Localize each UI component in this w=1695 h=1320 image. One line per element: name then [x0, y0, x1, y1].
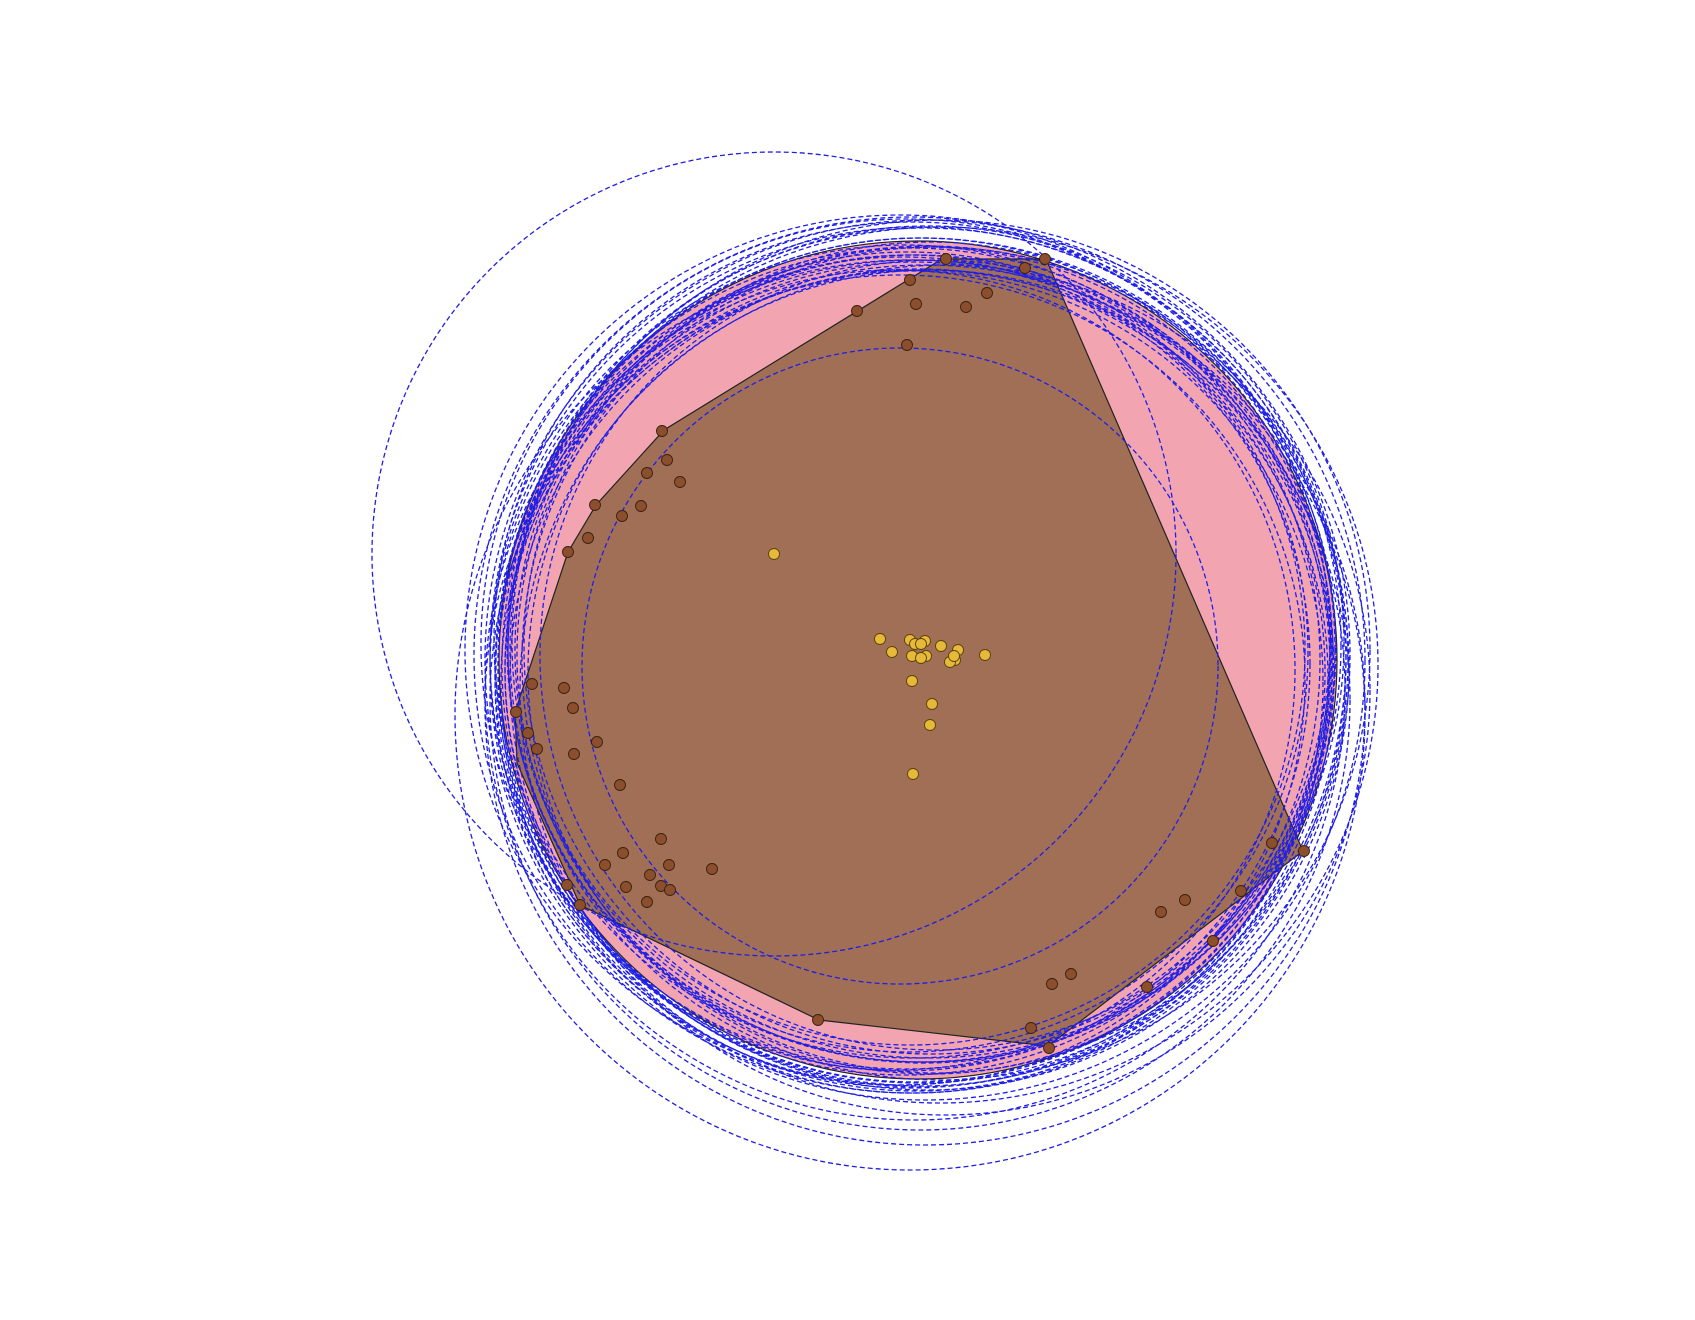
- candidate-circle: [494, 269, 1296, 1071]
- boundary-point: [635, 500, 647, 512]
- boundary-point: [1266, 837, 1278, 849]
- candidate-circle: [504, 261, 1326, 1083]
- candidate-circle: [521, 246, 1349, 1074]
- candidate-circle: [464, 214, 1336, 1086]
- candidate-circle: [516, 246, 1334, 1064]
- boundary-point: [617, 847, 629, 859]
- candidate-circle: [484, 264, 1366, 1146]
- boundary-point: [614, 779, 626, 791]
- candidate-circle: [581, 347, 1219, 985]
- boundary-point: [910, 298, 922, 310]
- boundary-point: [641, 467, 653, 479]
- boundary-point: [1155, 906, 1167, 918]
- candidate-circle: [506, 227, 1342, 1063]
- boundary-point: [901, 339, 913, 351]
- candidate-circles: [371, 151, 1379, 1171]
- candidate-circle: [497, 237, 1347, 1087]
- candidate-circle: [527, 269, 1333, 1075]
- boundary-point: [1039, 253, 1051, 265]
- boundary-point: [706, 863, 718, 875]
- candidate-circle: [519, 264, 1371, 1116]
- candidate-circle: [507, 251, 1309, 1053]
- boundary-point: [1207, 935, 1219, 947]
- candidate-circle: [371, 151, 1177, 957]
- boundary-point: [591, 736, 603, 748]
- boundary-point: [616, 510, 628, 522]
- boundary-point: [1235, 885, 1247, 897]
- boundary-point: [510, 706, 522, 718]
- boundary-point: [620, 881, 632, 893]
- center-point: [935, 640, 947, 652]
- center-point: [906, 675, 918, 687]
- boundary-point: [674, 476, 686, 488]
- candidate-circle: [495, 256, 1311, 1072]
- boundary-point: [589, 499, 601, 511]
- boundary-point: [531, 743, 543, 755]
- boundary-point: [526, 678, 538, 690]
- boundary-point: [1141, 981, 1153, 993]
- boundary-point: [599, 859, 611, 871]
- center-point: [907, 768, 919, 780]
- boundary-point: [981, 287, 993, 299]
- boundary-point: [656, 425, 668, 437]
- center-point: [915, 638, 927, 650]
- boundary-point: [644, 869, 656, 881]
- candidate-circle: [539, 259, 1331, 1051]
- candidate-circle: [473, 216, 1351, 1094]
- boundary-point: [1019, 262, 1031, 274]
- candidate-circle: [489, 269, 1351, 1131]
- boundary-point: [663, 859, 675, 871]
- boundary-point: [561, 879, 573, 891]
- candidate-circle: [509, 268, 1329, 1088]
- center-point: [979, 649, 991, 661]
- boundary-point: [940, 253, 952, 265]
- boundary-point: [655, 833, 667, 845]
- candidate-circle: [514, 254, 1306, 1046]
- center-point: [768, 548, 780, 560]
- boundary-point: [960, 301, 972, 313]
- candidate-circle: [484, 219, 1366, 1101]
- center-point: [915, 652, 927, 664]
- boundary-point: [641, 896, 653, 908]
- center-point: [886, 646, 898, 658]
- candidate-circle: [489, 244, 1321, 1076]
- center-points: [768, 548, 991, 780]
- center-point: [926, 698, 938, 710]
- boundary-point: [567, 702, 579, 714]
- boundary-point: [574, 899, 586, 911]
- boundary-point: [661, 454, 673, 466]
- boundary-point: [1179, 894, 1191, 906]
- boundary-point: [1025, 1022, 1037, 1034]
- boundary-point: [812, 1014, 824, 1026]
- boundary-point: [1065, 968, 1077, 980]
- boundary-points: [510, 253, 1310, 1054]
- boundary-point: [851, 305, 863, 317]
- boundary-point: [568, 748, 580, 760]
- boundary-point: [1046, 978, 1058, 990]
- boundary-point: [1298, 845, 1310, 857]
- center-point: [874, 633, 886, 645]
- boundary-point: [558, 682, 570, 694]
- boundary-point: [582, 532, 594, 544]
- center-point: [948, 650, 960, 662]
- candidate-circle: [501, 226, 1379, 1104]
- boundary-point: [562, 546, 574, 558]
- boundary-point: [1043, 1042, 1055, 1054]
- candidate-circle: [480, 218, 1332, 1070]
- center-point: [924, 719, 936, 731]
- boundary-point: [522, 727, 534, 739]
- candidate-circle: [523, 241, 1337, 1055]
- boundary-point: [664, 884, 676, 896]
- boundary-point: [904, 274, 916, 286]
